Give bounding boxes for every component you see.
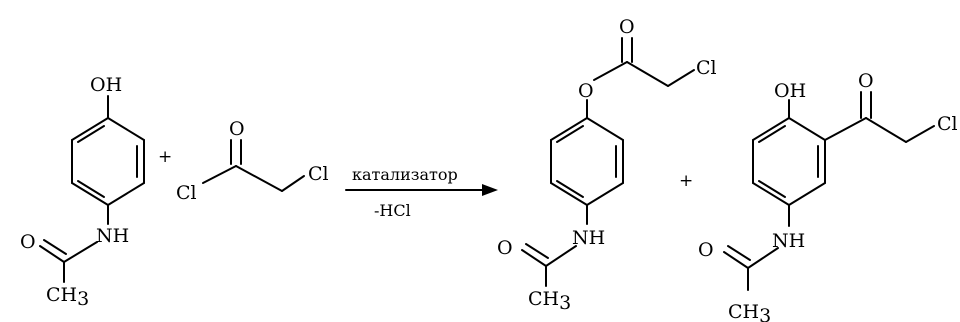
ketone-oxygen-label: O	[858, 70, 874, 92]
product2-methyl-label: CH3	[728, 301, 771, 322]
plus-sign-2: +	[679, 171, 693, 191]
reagent-paracetamol	[39, 95, 145, 283]
reagent2-carbonyl-oxygen-label: O	[229, 118, 245, 140]
acyl-chloride-label: Cl	[176, 182, 197, 204]
product2-carbonyl-oxygen-label: O	[698, 239, 714, 261]
reaction-arrow	[345, 184, 498, 196]
product1-methyl-label: CH3	[528, 288, 571, 314]
product1-chloride-label: Cl	[696, 57, 717, 79]
amide-nh-label: NH	[96, 225, 129, 247]
product-ketone	[723, 91, 935, 291]
methyl-label: CH3	[46, 284, 89, 310]
product1-carbonyl-oxygen-label: O	[497, 237, 513, 259]
alkyl-chloride-label: Cl	[308, 163, 329, 185]
plus-sign-1: +	[158, 147, 172, 167]
ester-carbonyl-oxygen-label: O	[619, 16, 635, 38]
product1-nh-label: NH	[572, 227, 605, 249]
ester-oxygen-label: O	[578, 80, 594, 102]
product2-nh-label: NH	[772, 230, 805, 252]
product2-chloride-label: Cl	[937, 113, 958, 135]
hydroxyl-label: OH	[90, 74, 122, 96]
catalyst-label: катализатор	[352, 165, 458, 184]
reagent-chloroacetyl-chloride	[202, 139, 305, 192]
byproduct-label: -HCl	[374, 201, 411, 220]
product2-hydroxyl-label: OH	[774, 80, 806, 102]
product-ester	[521, 37, 695, 287]
carbonyl-oxygen-label: O	[20, 231, 36, 253]
